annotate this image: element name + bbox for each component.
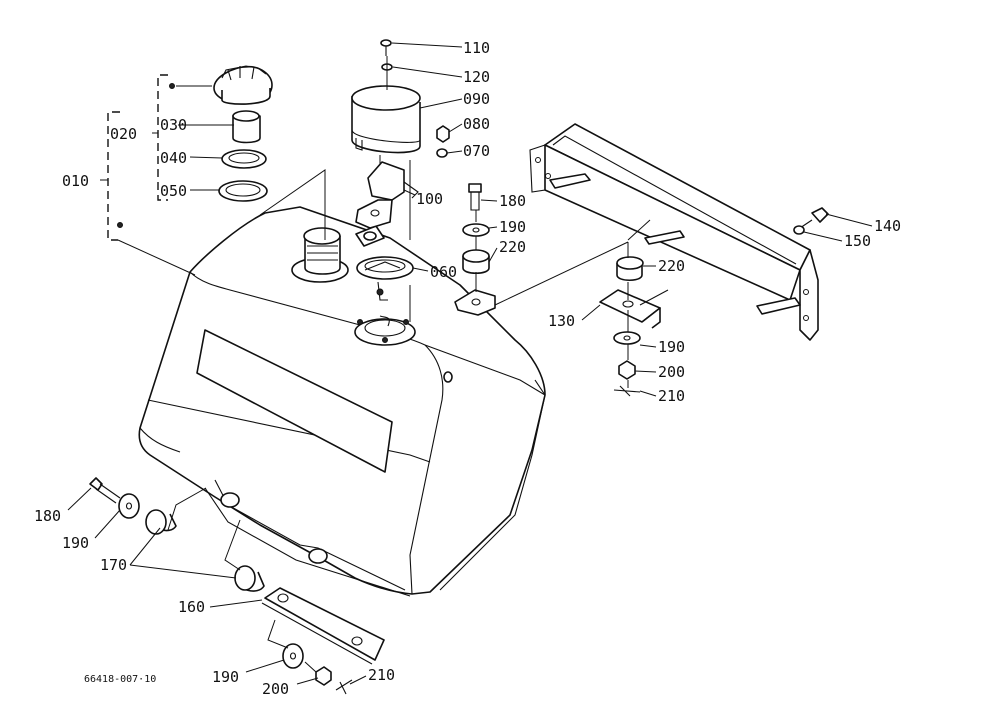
cap-plug xyxy=(232,110,261,144)
bracket-left-tab xyxy=(454,289,496,316)
callout-110: 110 xyxy=(463,39,490,57)
callout-170: 170 xyxy=(100,556,127,574)
washer-190-lower-a xyxy=(118,493,140,519)
pin-210-right xyxy=(613,385,641,397)
callout-140: 140 xyxy=(874,217,901,235)
assembly-lines xyxy=(117,56,669,673)
callout-030: 030 xyxy=(160,116,187,134)
gasket-050 xyxy=(218,180,268,202)
nut-080 xyxy=(436,125,450,143)
callout-150: 150 xyxy=(844,232,871,250)
callouts: 010 020 030 040 050 110 120 090 080 070 … xyxy=(34,39,901,698)
callout-210-right: 210 xyxy=(658,387,685,405)
cushion-170-b xyxy=(234,565,265,592)
leader-lines xyxy=(67,42,873,685)
bolt-140 xyxy=(799,207,829,229)
bracket-020 xyxy=(157,74,168,201)
screw-110 xyxy=(380,39,392,56)
callout-070: 070 xyxy=(463,142,490,160)
mount-plate-160 xyxy=(261,587,385,665)
bracket-010 xyxy=(107,111,120,241)
tank-window xyxy=(196,329,393,473)
callout-190-lower: 190 xyxy=(62,534,89,552)
callout-120: 120 xyxy=(463,68,490,86)
nut-200-lower xyxy=(315,666,332,686)
callout-100: 100 xyxy=(416,190,443,208)
fuel-tank-frame xyxy=(529,123,819,341)
callout-050: 050 xyxy=(160,182,187,200)
sender-cover xyxy=(351,85,421,154)
callout-020: 020 xyxy=(110,125,137,143)
callout-040: 040 xyxy=(160,149,187,167)
callout-090: 090 xyxy=(463,90,490,108)
callout-190-right: 190 xyxy=(658,338,685,356)
cushion-170-a xyxy=(145,509,177,535)
fuel-tank xyxy=(138,206,546,597)
bolt-180-lower xyxy=(89,477,121,504)
sender-unit-base xyxy=(354,315,416,346)
callout-220-upper: 220 xyxy=(499,238,526,256)
cushion-220-upper xyxy=(462,249,490,275)
callout-010: 010 xyxy=(62,172,89,190)
callout-180-lower: 180 xyxy=(34,507,61,525)
callout-160: 160 xyxy=(178,598,205,616)
filler-cap xyxy=(213,65,273,105)
callout-190-bottom: 190 xyxy=(212,668,239,686)
washer-190-upper xyxy=(462,223,490,237)
callout-080: 080 xyxy=(463,115,490,133)
washer-190-lower-b xyxy=(282,643,304,669)
bolt-180-upper xyxy=(468,183,482,211)
figure-code: 66418-007·10 xyxy=(84,674,156,685)
callout-200-bottom: 200 xyxy=(262,680,289,698)
washer-070 xyxy=(436,148,448,158)
sender-bracket xyxy=(355,161,419,229)
callout-220-right: 220 xyxy=(658,257,685,275)
callout-210-bottom: 210 xyxy=(368,666,395,684)
callout-180-upper: 180 xyxy=(499,192,526,210)
cushion-220-right xyxy=(616,256,644,282)
washer-190-right xyxy=(613,331,641,345)
callout-060: 060 xyxy=(430,263,457,281)
callout-130: 130 xyxy=(548,312,575,330)
callout-200-right: 200 xyxy=(658,363,685,381)
nut-200-right xyxy=(618,360,636,380)
filler-neck xyxy=(291,227,349,283)
washer-150 xyxy=(793,225,805,235)
callout-190-upper: 190 xyxy=(499,218,526,236)
mount-bracket-130 xyxy=(599,289,661,329)
gasket-040 xyxy=(221,149,267,169)
pin-210-lower xyxy=(335,679,353,695)
